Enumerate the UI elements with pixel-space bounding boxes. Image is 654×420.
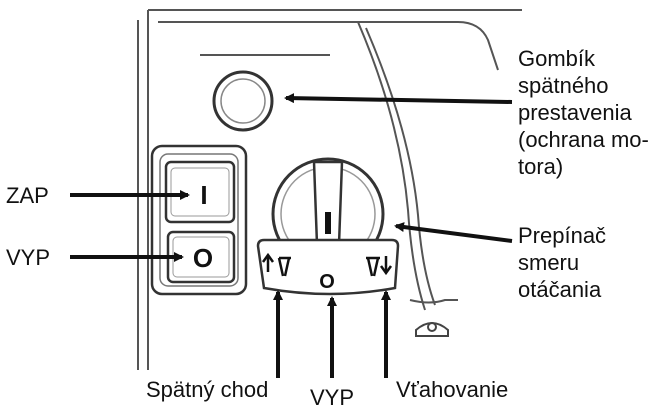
reverse-direction-symbol: [261, 252, 291, 277]
dial-off-symbol: O: [319, 271, 335, 293]
arrow-left-icon: [284, 93, 513, 104]
pull-in-label: Vťahovanie: [396, 377, 509, 402]
cord-clamp-icon: [415, 322, 449, 337]
arrow-left-icon: [394, 222, 513, 243]
reverse-label: Spätný chod: [146, 377, 269, 402]
off-label-left: VYP: [6, 245, 51, 270]
on-symbol: I: [200, 180, 207, 210]
on-label: ZAP: [6, 183, 49, 208]
off-label-bottom: VYP: [310, 385, 355, 410]
direction-plate: O: [256, 238, 400, 296]
reset-button-label: Gombík spätného prestavenia (ochrana mo-…: [518, 46, 649, 179]
off-symbol: O: [193, 243, 213, 273]
pull-in-direction-symbol: [366, 256, 393, 277]
reset-button-icon: [212, 70, 274, 132]
direction-switch-label: Prepínač smeru otáčania: [518, 223, 607, 302]
on-rocker-segment: [164, 160, 236, 224]
leader-lines: [70, 93, 513, 378]
rocker-switch-icon: I O: [150, 144, 248, 296]
